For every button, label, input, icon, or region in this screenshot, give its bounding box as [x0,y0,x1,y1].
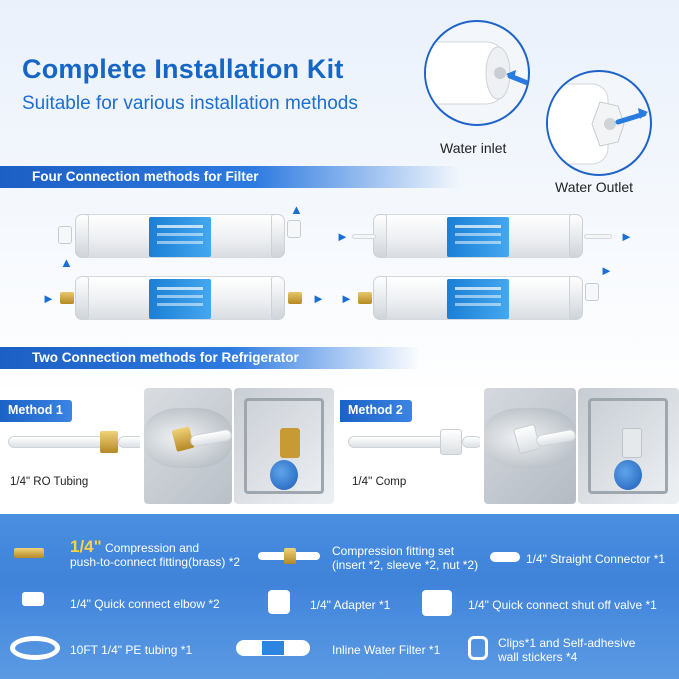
tube [584,234,612,239]
brass-fitting-icon [14,548,44,558]
section-banner-filter: Four Connection methods for Filter [0,166,460,188]
filter-label-icon [262,641,284,655]
filter-method-elbow [75,214,285,258]
page-title: Complete Installation Kit [22,54,344,84]
arrow-right-icon: ► [336,229,349,244]
method2-fridge-photo [484,388,576,504]
section-banner-refrigerator: Two Connection methods for Refrigerator [0,347,420,369]
kit-contents-panel [0,514,679,679]
kit-item-inline-filter: Inline Water Filter *1 [332,643,441,657]
arrow-right-icon: ► [340,291,353,306]
water-outlet-detail [546,70,652,176]
elbow-fitting [58,226,72,244]
kit-item-clips: Clips*1 and Self-adhesive wall stickers … [498,636,636,664]
kit-item-straight-connector: 1/4" Straight Connector *1 [526,552,666,566]
clip-icon [468,636,488,660]
arrow-up-icon: ▲ [60,255,73,270]
method1-valve-photo [234,388,334,504]
brass-nut-icon [284,548,296,564]
kit-item-adapter: 1/4" Adapter *1 [310,598,391,612]
method2-valve-photo [578,388,679,504]
elbow-fitting [585,283,599,301]
filter-end-outlet-image [548,83,648,165]
kit-item-compression-set: Compression fitting set (insert *2, slee… [332,544,479,572]
elbow-icon [22,592,44,606]
tube [352,234,376,239]
filter-method-brass-elbow [373,276,583,320]
water-inlet-detail [424,20,530,126]
brass-fitting [60,292,74,304]
arrow-up-icon: ▲ [290,202,303,217]
filter-method-straight [373,214,583,258]
filter-end-inlet-image [426,41,528,105]
water-inlet-label: Water inlet [440,140,507,156]
method2-caption: 1/4'' Comp [352,476,407,488]
kit-item-brass-fitting: 1/4" Compression and push-to-connect fit… [70,537,241,569]
water-outlet-label: Water Outlet [555,179,634,195]
pe-tubing-coil-icon [10,636,60,660]
arrow-right-icon: ► [620,229,633,244]
arrow-right-icon: ► [600,263,613,278]
adapter-icon [268,590,290,614]
elbow-fitting [287,220,301,238]
kit-item-pe-tubing: 10FT 1/4" PE tubing *1 [70,643,193,657]
method1-caption: 1/4" RO Tubing [10,476,89,488]
method1-fridge-photo [144,388,232,504]
filter-method-brass [75,276,285,320]
brass-fitting [288,292,302,304]
shutoff-valve-icon [422,590,452,616]
arrow-right-icon: ► [312,291,325,306]
method2-tag: Method 2 [340,400,412,422]
arrow-right-icon: ► [42,291,55,306]
kit-item-shutoff-valve: 1/4" Quick connect shut off valve *1 [468,598,657,612]
method1-tag: Method 1 [0,400,72,422]
straight-connector-icon [490,552,520,562]
brass-fitting [358,292,372,304]
kit-item-elbow: 1/4" Quick connect elbow *2 [70,597,220,611]
page-subtitle: Suitable for various installation method… [22,93,358,114]
